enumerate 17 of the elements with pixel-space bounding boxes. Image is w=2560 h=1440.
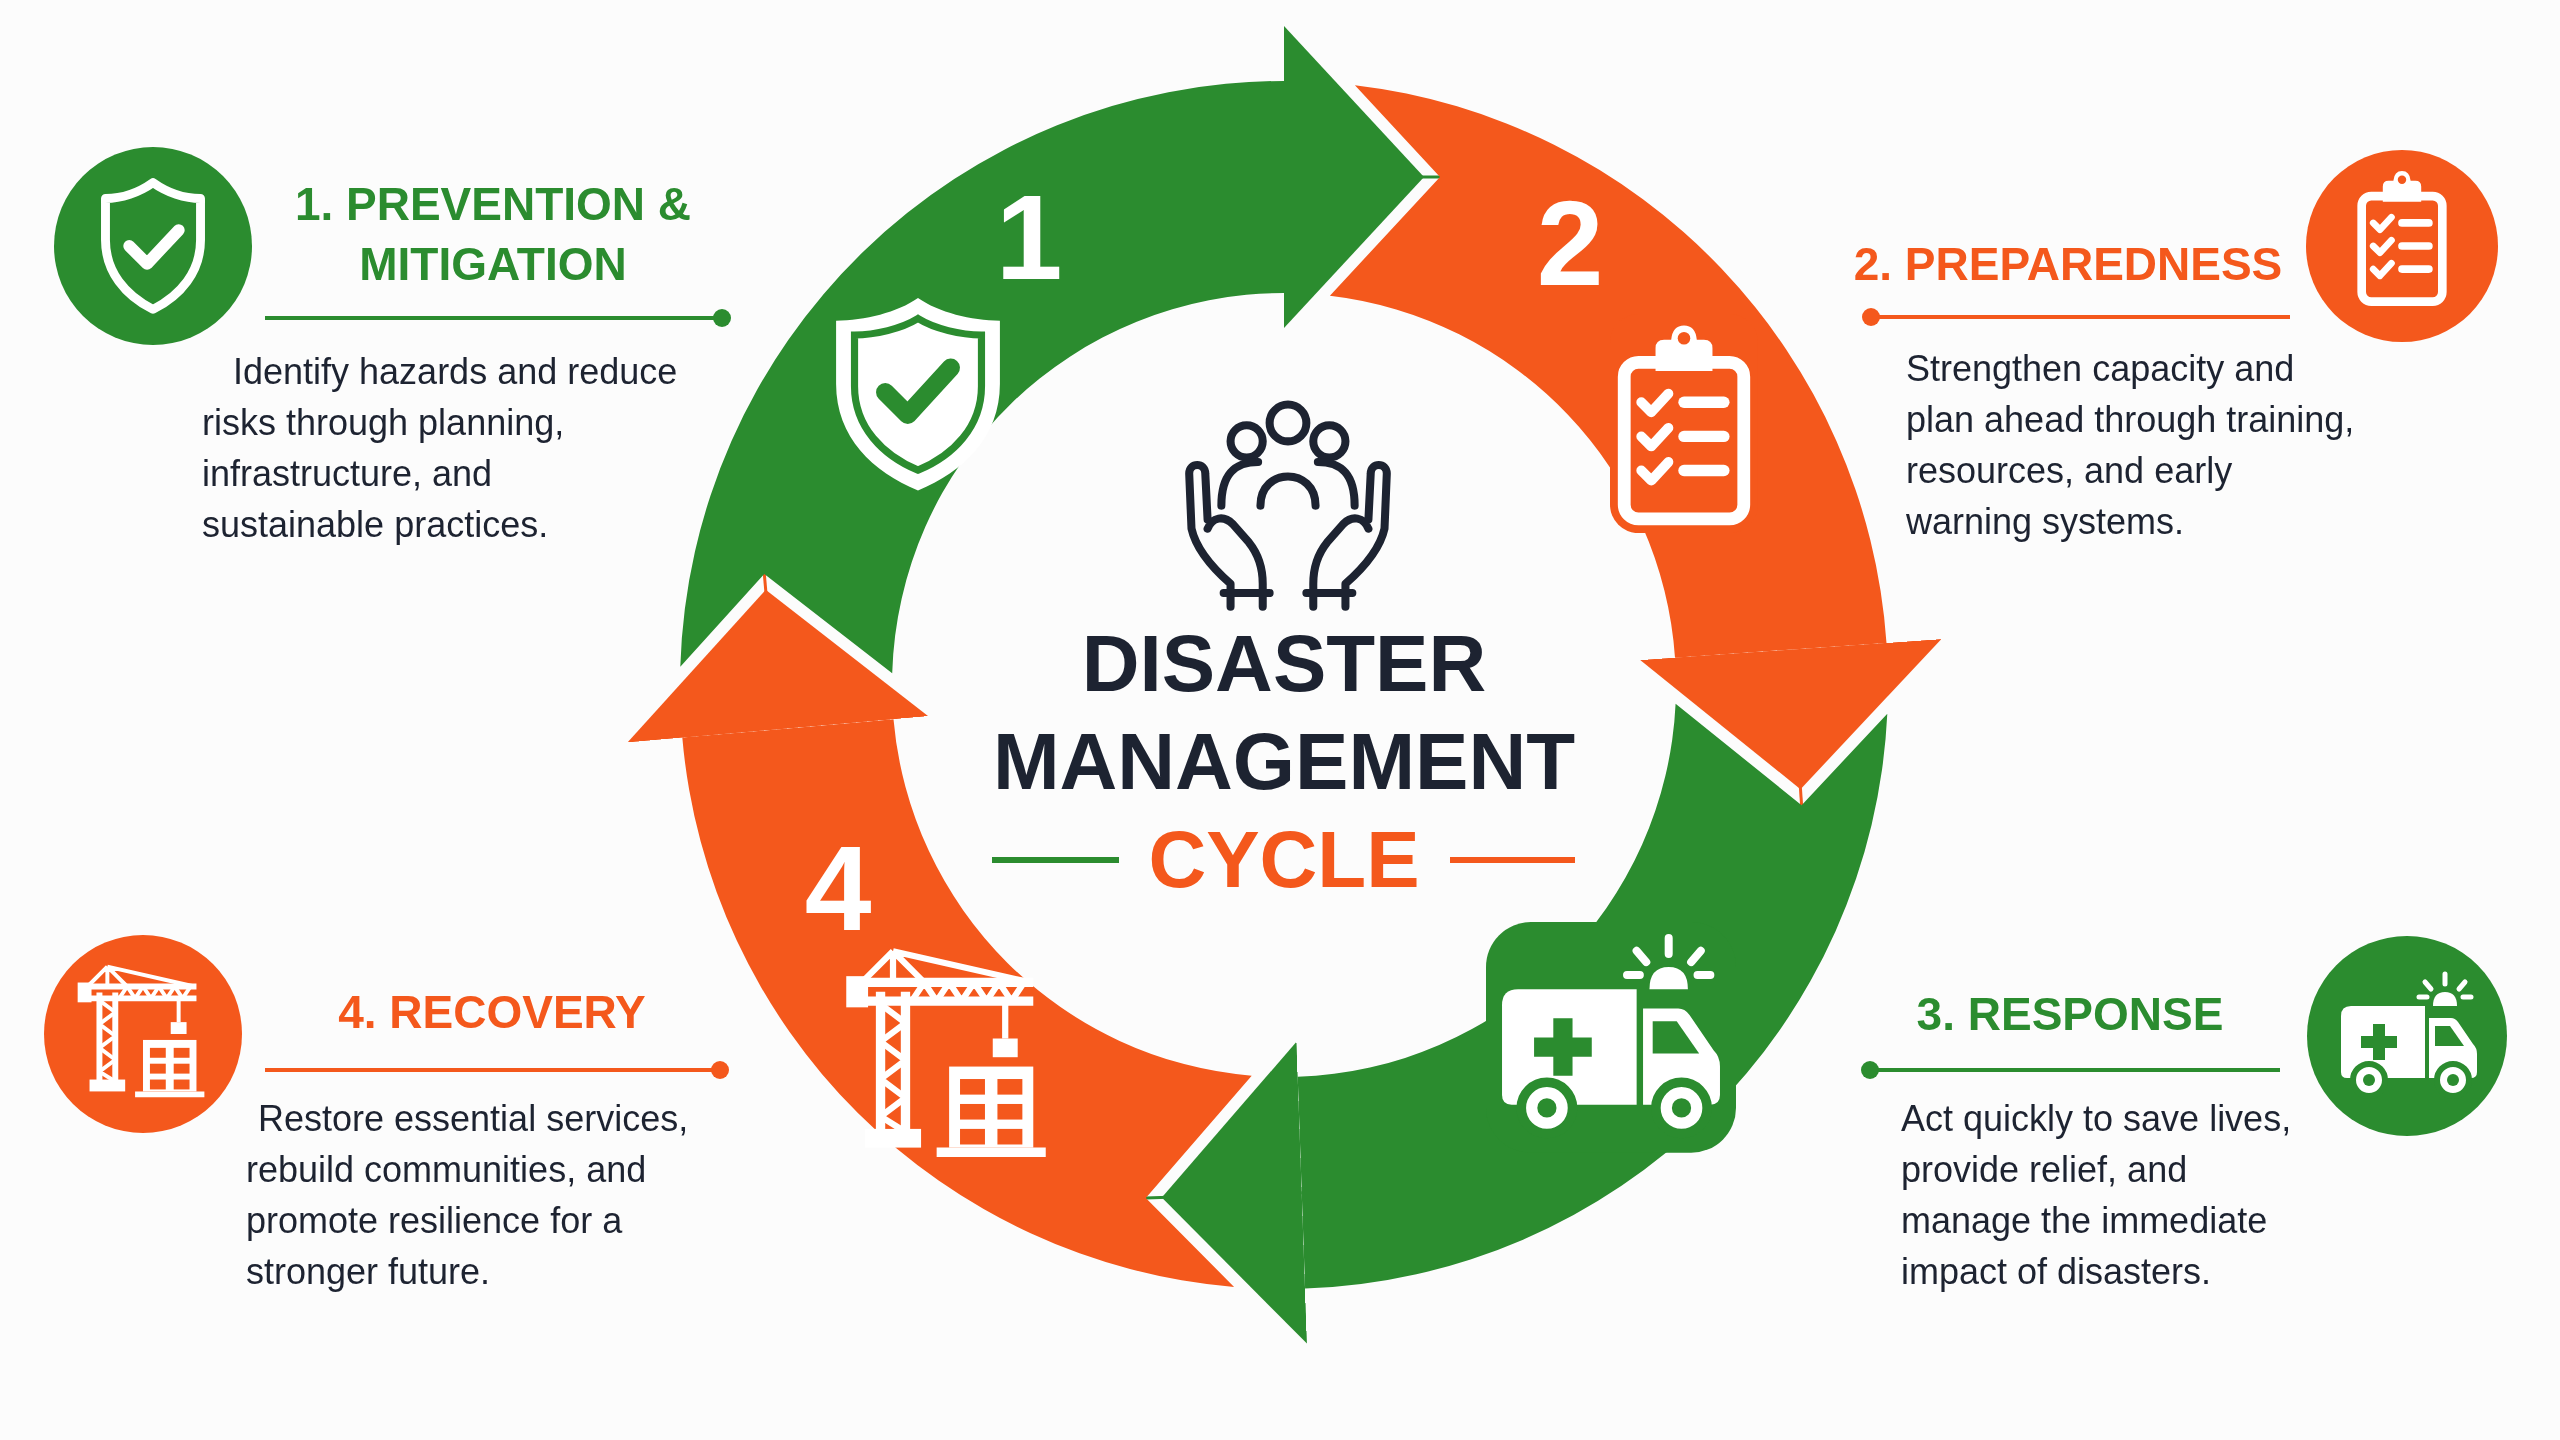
phase-heading: 3. RESPONSE — [1916, 987, 2224, 1042]
phase-description: Restore essential services, rebuild communities, and promote resilience for a stronger future. — [246, 1097, 690, 1294]
phase-heading: 1. PREVENTION & MITIGATION — [293, 177, 693, 292]
step-number: 2 — [1536, 183, 1604, 303]
diagram-title: DISASTER MANAGEMENT — [991, 618, 1577, 808]
cycle-arrowhead — [1640, 639, 1942, 806]
phase-description: Strengthen capacity and plan ahead through training, resources, and early warning systems. — [1906, 347, 2356, 544]
cycle-arrowhead — [1145, 1041, 1307, 1344]
phase-heading: 4. RECOVERY — [338, 985, 646, 1040]
phase-description: Identify hazards and reduce risks through planning, infrastructure, and sustainable practices. — [202, 350, 679, 547]
step-number: 1 — [995, 177, 1063, 297]
subtitle-word: CYCLE — [1148, 814, 1420, 906]
phase-heading: 2. PREPAREDNESS — [1853, 237, 2283, 292]
phase-description: Act quickly to save lives, provide relief, and manage the immediate impact of disasters. — [1901, 1097, 2293, 1294]
step-number: 4 — [804, 828, 872, 948]
cycle-arrowhead — [1284, 26, 1440, 328]
cycle-arrowhead — [627, 573, 929, 743]
